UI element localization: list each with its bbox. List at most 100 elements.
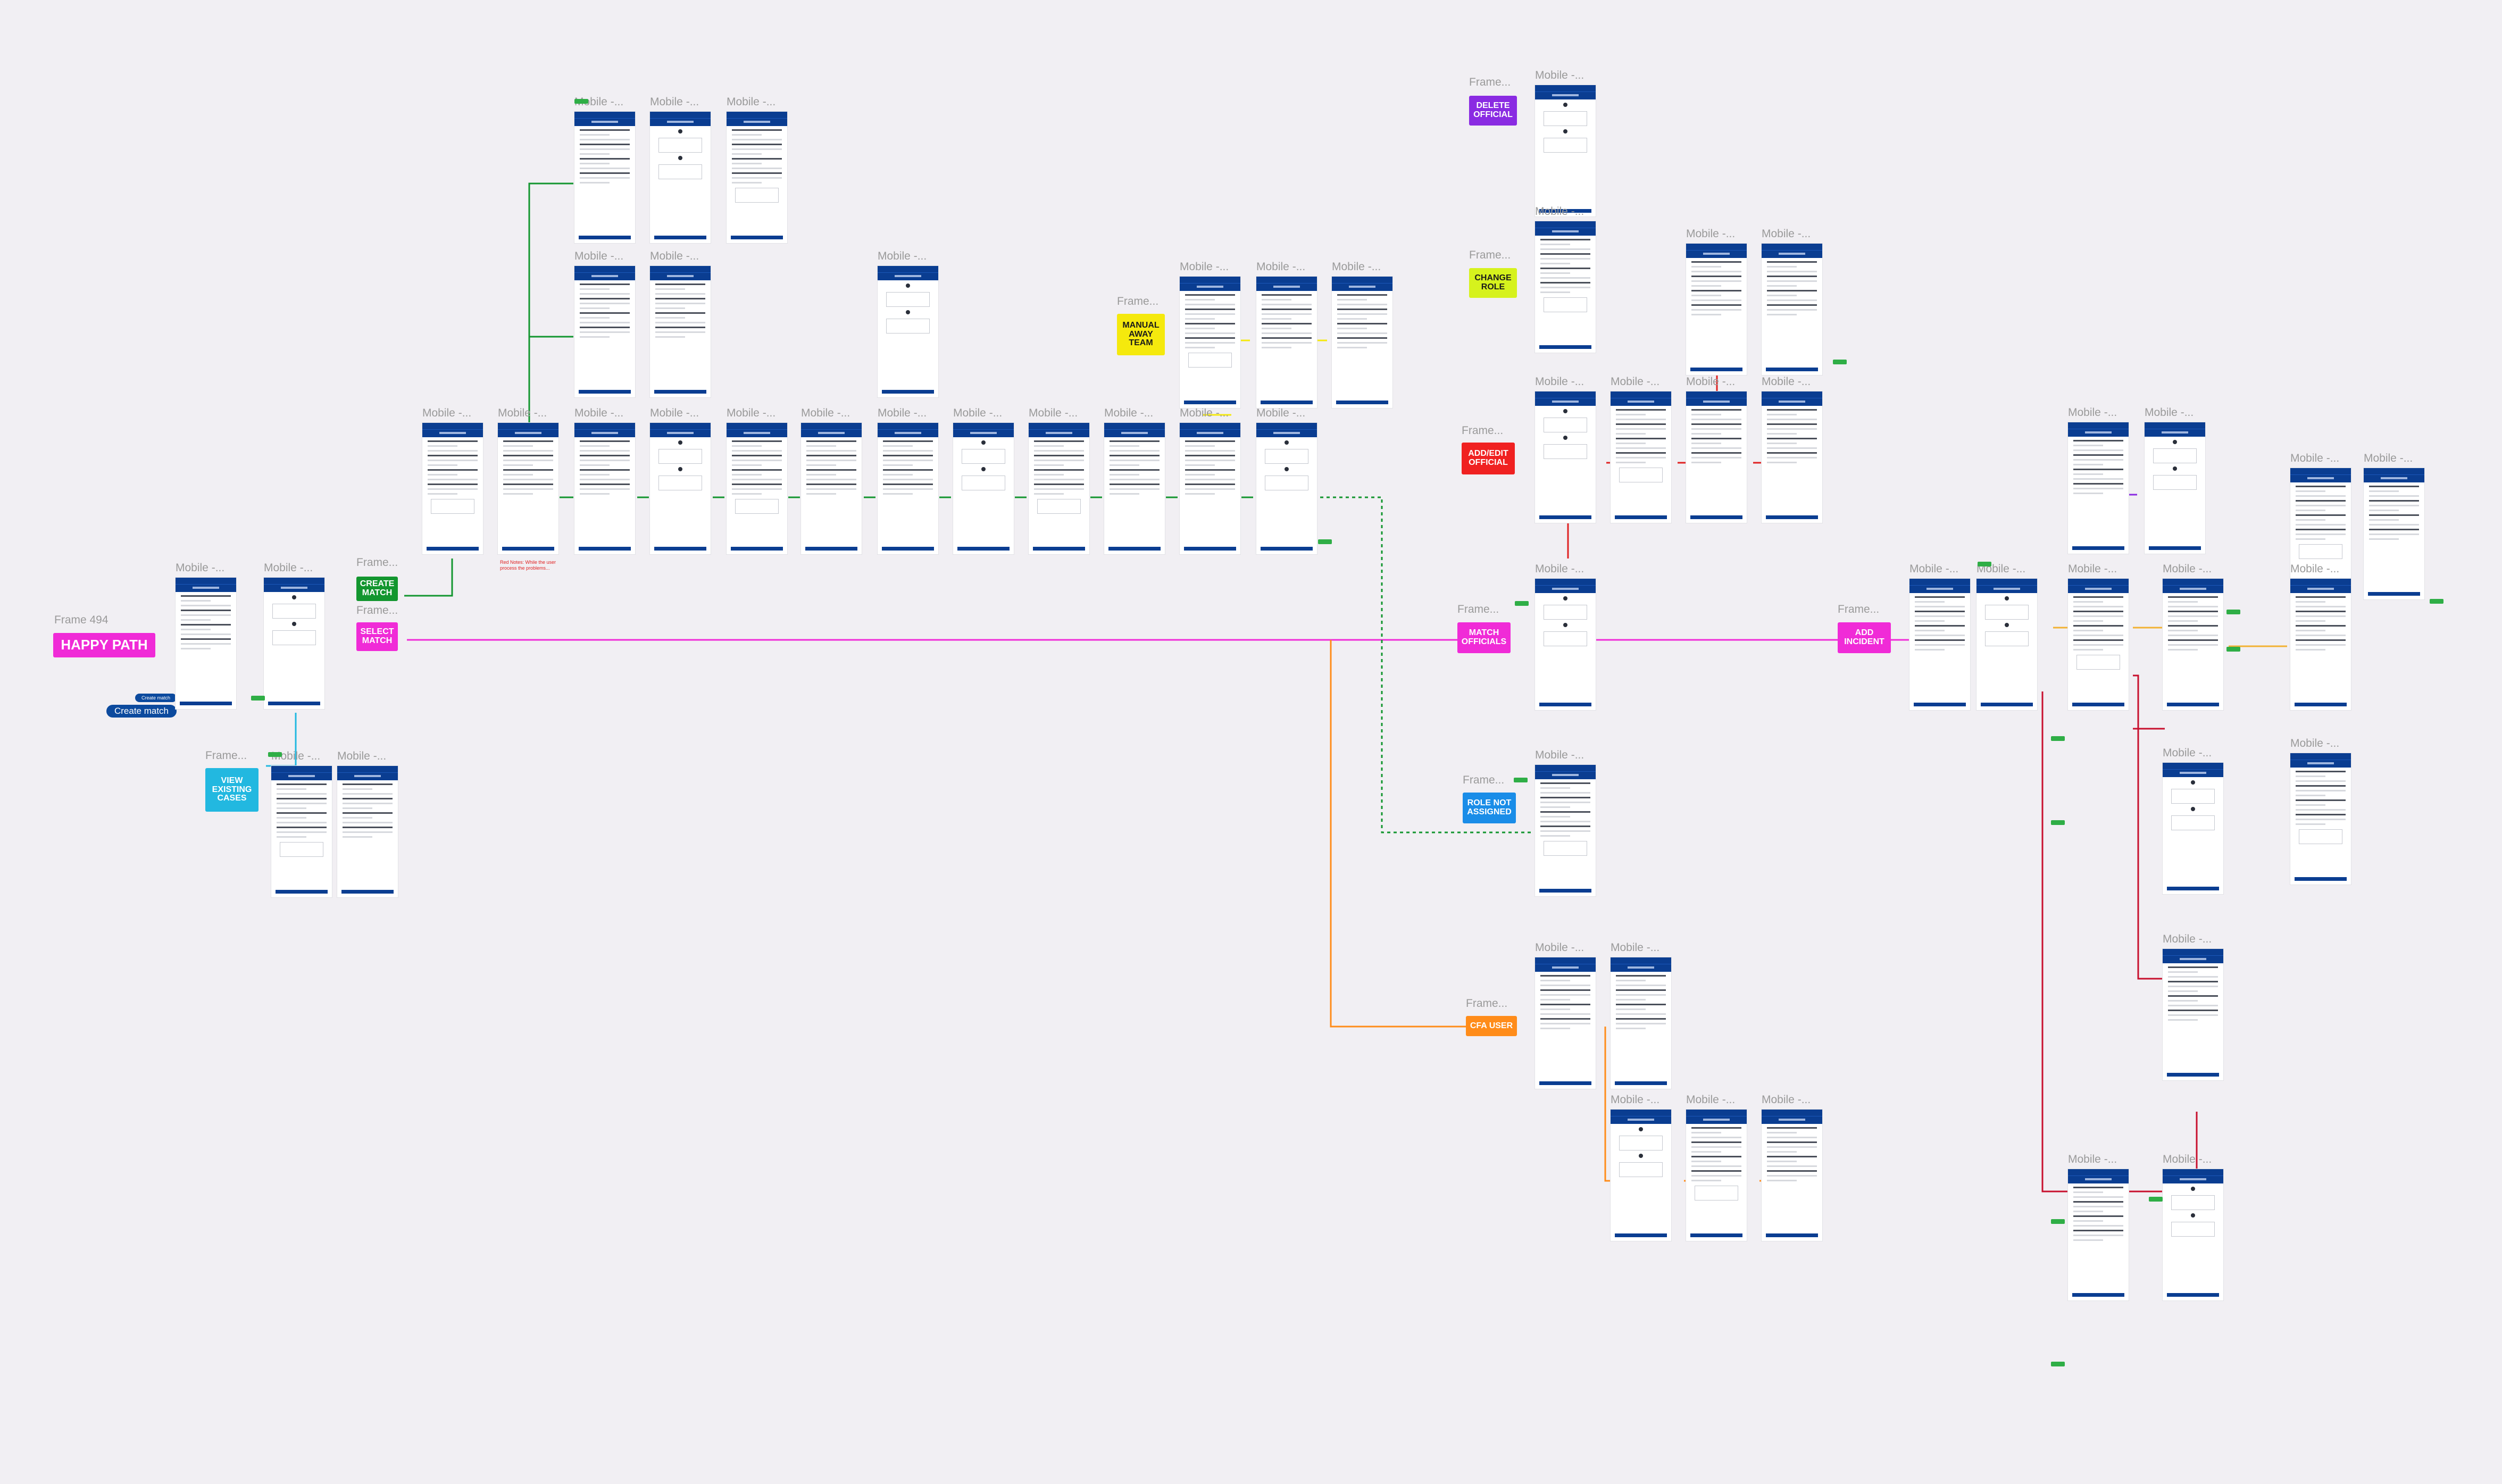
mobile-screen-thumbnail[interactable] bbox=[574, 266, 635, 397]
frame-name-mobile: Mobile -... bbox=[1535, 376, 1584, 388]
create-match-chip[interactable]: Create match bbox=[135, 694, 177, 702]
mobile-screen-thumbnail[interactable] bbox=[727, 112, 787, 243]
mobile-screen-thumbnail[interactable] bbox=[1535, 221, 1596, 353]
mobile-screen-thumbnail[interactable] bbox=[574, 112, 635, 243]
frame-name-mobile: Mobile -... bbox=[1762, 376, 1811, 388]
tag-create-match[interactable]: CREATE MATCH bbox=[356, 577, 398, 601]
frame-name-mobile: Mobile -... bbox=[1256, 261, 1306, 273]
mobile-screen-thumbnail[interactable] bbox=[2364, 468, 2424, 599]
frame-name-mobile: Mobile -... bbox=[2290, 452, 2340, 464]
mobile-screen-thumbnail[interactable] bbox=[650, 112, 711, 243]
mobile-screen-thumbnail[interactable] bbox=[1762, 391, 1822, 523]
mobile-screen-thumbnail[interactable] bbox=[1686, 244, 1747, 375]
mobile-screen-thumbnail[interactable] bbox=[1611, 391, 1671, 523]
frame-name-mobile: Mobile -... bbox=[574, 96, 624, 108]
mobile-screen-thumbnail[interactable] bbox=[264, 578, 324, 709]
frame-name-change-role: Frame... bbox=[1469, 249, 1511, 261]
mobile-screen-thumbnail[interactable] bbox=[1686, 391, 1747, 523]
mobile-screen-thumbnail[interactable] bbox=[2290, 753, 2351, 885]
mobile-screen-thumbnail[interactable] bbox=[2290, 468, 2351, 599]
mobile-screen-thumbnail[interactable] bbox=[2290, 579, 2351, 710]
mobile-screen-thumbnail[interactable] bbox=[337, 766, 398, 897]
frame-name-mobile: Mobile -... bbox=[1535, 563, 1584, 575]
mobile-screen-thumbnail[interactable] bbox=[176, 578, 236, 709]
frame-name-mobile: Mobile -... bbox=[1611, 1094, 1660, 1106]
tag-role-not-assigned[interactable]: ROLE NOT ASSIGNED bbox=[1463, 793, 1516, 823]
frame-name-mobile: Mobile -... bbox=[1180, 407, 1229, 419]
mobile-screen-thumbnail[interactable] bbox=[1535, 579, 1596, 710]
mobile-screen-thumbnail[interactable] bbox=[271, 766, 332, 897]
frame-name-role-not-assigned: Frame... bbox=[1463, 774, 1505, 786]
mobile-screen-thumbnail[interactable] bbox=[2068, 1169, 2129, 1300]
mobile-screen-thumbnail[interactable] bbox=[1762, 244, 1822, 375]
tag-add-edit-official[interactable]: ADD/EDIT OFFICIAL bbox=[1462, 443, 1515, 474]
frame-name-mobile: Mobile -... bbox=[498, 407, 547, 419]
frame-name-match-officials: Frame... bbox=[1457, 603, 1499, 615]
tag-delete-official[interactable]: DELETE OFFICIAL bbox=[1469, 96, 1517, 126]
mobile-screen-thumbnail[interactable] bbox=[878, 423, 938, 554]
mobile-screen-thumbnail[interactable] bbox=[1976, 579, 2037, 710]
frame-name-mobile: Mobile -... bbox=[1611, 376, 1660, 388]
status-chip bbox=[2226, 647, 2240, 652]
tag-happy-path[interactable]: HAPPY PATH bbox=[53, 633, 155, 657]
status-chip bbox=[2430, 599, 2443, 604]
mobile-screen-thumbnail[interactable] bbox=[2163, 579, 2223, 710]
tag-match-officials[interactable]: MATCH OFFICIALS bbox=[1457, 622, 1511, 653]
mobile-screen-thumbnail[interactable] bbox=[878, 266, 938, 397]
mobile-screen-thumbnail[interactable] bbox=[1611, 957, 1671, 1089]
mobile-screen-thumbnail[interactable] bbox=[801, 423, 862, 554]
mobile-screen-thumbnail[interactable] bbox=[2145, 422, 2205, 554]
mobile-screen-thumbnail[interactable] bbox=[1535, 85, 1596, 216]
status-chip bbox=[1515, 601, 1529, 606]
frame-name-mobile: Mobile -... bbox=[1256, 407, 1306, 419]
status-chip bbox=[1514, 778, 1528, 782]
tag-select-match[interactable]: SELECT MATCH bbox=[356, 622, 398, 651]
mobile-screen-thumbnail[interactable] bbox=[1909, 579, 1970, 710]
mobile-screen-thumbnail[interactable] bbox=[1104, 423, 1165, 554]
status-chip bbox=[2051, 1362, 2065, 1366]
mobile-screen-thumbnail[interactable] bbox=[1256, 277, 1317, 408]
tag-cfa-user[interactable]: CFA USER bbox=[1466, 1016, 1517, 1036]
frame-name-mobile: Mobile -... bbox=[1762, 1094, 1811, 1106]
mobile-screen-thumbnail[interactable] bbox=[953, 423, 1014, 554]
mobile-screen-thumbnail[interactable] bbox=[422, 423, 483, 554]
frame-name-mobile: Mobile -... bbox=[953, 407, 1003, 419]
mobile-screen-thumbnail[interactable] bbox=[2163, 1169, 2223, 1300]
mobile-screen-thumbnail[interactable] bbox=[2068, 579, 2129, 710]
mobile-screen-thumbnail[interactable] bbox=[1256, 423, 1317, 554]
mobile-screen-thumbnail[interactable] bbox=[498, 423, 558, 554]
frame-name-mobile: Mobile -... bbox=[1686, 1094, 1736, 1106]
mobile-screen-thumbnail[interactable] bbox=[1180, 277, 1240, 408]
frame-name-mobile: Mobile -... bbox=[1611, 941, 1660, 954]
frame-name-mobile: Mobile -... bbox=[574, 407, 624, 419]
create-match-button[interactable]: Create match bbox=[106, 705, 177, 718]
mobile-screen-thumbnail[interactable] bbox=[650, 423, 711, 554]
mobile-screen-thumbnail[interactable] bbox=[2068, 422, 2129, 554]
frame-name-mobile: Mobile -... bbox=[1029, 407, 1078, 419]
mobile-screen-thumbnail[interactable] bbox=[1029, 423, 1089, 554]
mobile-screen-thumbnail[interactable] bbox=[1611, 1110, 1671, 1241]
mobile-screen-thumbnail[interactable] bbox=[1762, 1110, 1822, 1241]
frame-name-mobile: Mobile -... bbox=[2068, 563, 2117, 575]
status-chip bbox=[251, 696, 265, 701]
tag-change-role[interactable]: CHANGE ROLE bbox=[1469, 268, 1517, 298]
mobile-screen-thumbnail[interactable] bbox=[2163, 949, 2223, 1080]
mobile-screen-thumbnail[interactable] bbox=[1180, 423, 1240, 554]
frame-name-mobile: Mobile -... bbox=[2163, 1153, 2212, 1165]
tag-view-existing-cases[interactable]: VIEW EXISTING CASES bbox=[205, 768, 258, 812]
tag-manual-away-team[interactable]: MANUAL AWAY TEAM bbox=[1117, 314, 1165, 355]
mobile-screen-thumbnail[interactable] bbox=[1535, 765, 1596, 896]
tag-add-incident[interactable]: ADD INCIDENT bbox=[1838, 622, 1891, 653]
mobile-screen-thumbnail[interactable] bbox=[1686, 1110, 1747, 1241]
mobile-screen-thumbnail[interactable] bbox=[2163, 763, 2223, 894]
status-chip bbox=[1978, 562, 1991, 566]
mobile-screen-thumbnail[interactable] bbox=[727, 423, 787, 554]
frame-name-view-existing: Frame... bbox=[205, 749, 247, 762]
mobile-screen-thumbnail[interactable] bbox=[650, 266, 711, 397]
mobile-screen-thumbnail[interactable] bbox=[1535, 391, 1596, 523]
mobile-screen-thumbnail[interactable] bbox=[574, 423, 635, 554]
status-chip bbox=[268, 752, 282, 757]
mobile-screen-thumbnail[interactable] bbox=[1535, 957, 1596, 1089]
mobile-screen-thumbnail[interactable] bbox=[1332, 277, 1392, 408]
